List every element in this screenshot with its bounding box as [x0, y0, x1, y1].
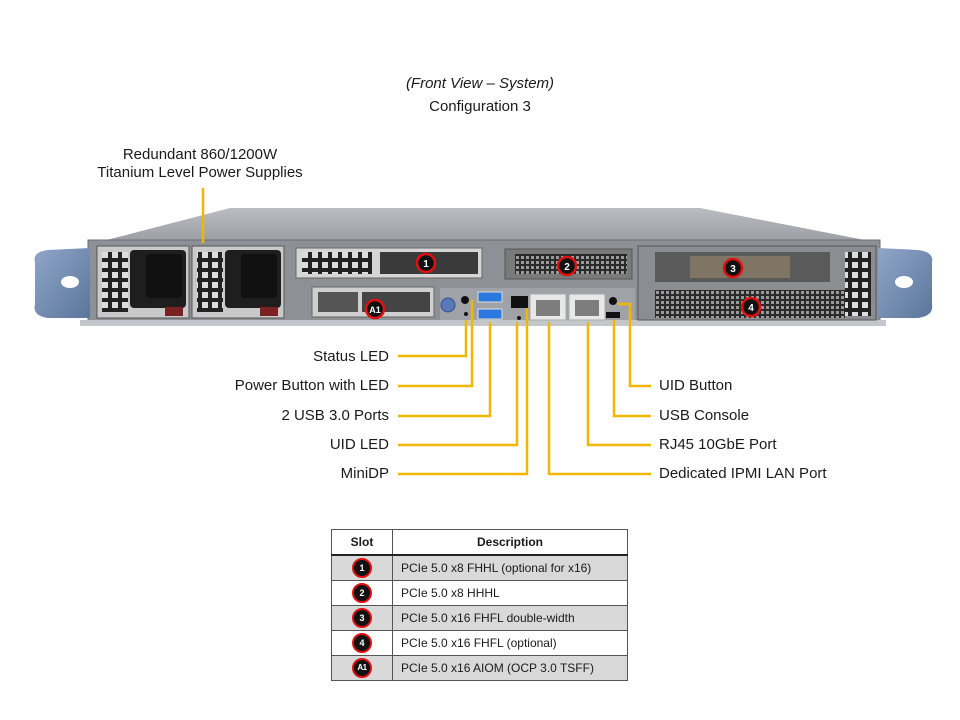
- slot-marker-1-text: 1: [423, 259, 429, 270]
- slot-marker-3: 3: [722, 257, 744, 279]
- rj45-callout-line: [586, 322, 651, 447]
- left-rack-ear: [34, 248, 90, 318]
- slot-badge: 2: [352, 583, 372, 603]
- slot-description: PCIe 5.0 x16 FHFL double-width: [392, 605, 628, 631]
- uid-button: [609, 297, 617, 305]
- header-slot: Slot: [331, 529, 393, 556]
- slot-description: PCIe 5.0 x16 AIOM (OCP 3.0 TSFF): [392, 655, 628, 681]
- minidp-callout-line: [398, 308, 529, 476]
- slot-marker-a1-text: A1: [369, 305, 381, 315]
- psu-callout-label: Redundant 860/1200W Titanium Level Power…: [60, 146, 340, 182]
- uid-button-callout-line: [618, 302, 651, 388]
- table-row: 1 PCIe 5.0 x8 FHHL (optional for x16): [331, 554, 628, 581]
- rj45-label: RJ45 10GbE Port: [659, 436, 777, 453]
- minidp-port: [511, 296, 528, 308]
- usb-console-callout-line: [612, 320, 651, 418]
- minidp-label: MiniDP: [340, 465, 389, 482]
- status-led: [461, 296, 469, 304]
- uid-led-label: UID LED: [329, 436, 389, 453]
- uid-led-callout-line: [398, 322, 519, 447]
- callout-lines: [201, 188, 651, 476]
- usb-console-label: USB Console: [659, 407, 750, 424]
- usb-port-1: [477, 291, 503, 303]
- power-button-callout-line: [398, 300, 474, 388]
- right-rack-ear: [878, 248, 933, 318]
- slot-description: PCIe 5.0 x8 HHHL: [392, 580, 628, 606]
- slot-marker-1: 1: [415, 252, 437, 274]
- view-title: (Front View – System): [405, 75, 555, 92]
- psu-callout-line2: Titanium Level Power Supplies: [97, 164, 303, 181]
- status-led-label: Status LED: [313, 348, 389, 365]
- slot-marker-4: 4: [740, 296, 762, 318]
- psu-callout-line1: Redundant 860/1200W: [122, 146, 278, 163]
- slot-marker-2-text: 2: [564, 262, 570, 273]
- ipmi-callout-line: [547, 322, 651, 476]
- table-row: 2 PCIe 5.0 x8 HHHL: [331, 580, 628, 606]
- power-button-label: Power Button with LED: [234, 377, 389, 394]
- slot-description: PCIe 5.0 x8 FHHL (optional for x16): [392, 554, 628, 581]
- header-description: Description: [392, 529, 628, 556]
- usb-ports-label: 2 USB 3.0 Ports: [281, 407, 389, 424]
- uid-button-label: UID Button: [659, 377, 733, 394]
- slot-marker-a1: A1: [364, 298, 386, 320]
- configuration-title: Configuration 3: [429, 98, 531, 115]
- pcie-slot-1: [295, 247, 483, 279]
- status-led-callout-line: [398, 320, 468, 358]
- power-button: [440, 297, 456, 313]
- slot-badge: A1: [352, 658, 372, 678]
- usb-port-2: [477, 308, 503, 320]
- table-row: A1 PCIe 5.0 x16 AIOM (OCP 3.0 TSFF): [331, 655, 628, 681]
- slot-marker-4-text: 4: [748, 303, 754, 314]
- power-supply-1: [96, 245, 190, 319]
- ipmi-lan-label: Dedicated IPMI LAN Port: [659, 465, 827, 482]
- uid-led: [517, 316, 521, 320]
- table-row: 4 PCIe 5.0 x16 FHFL (optional): [331, 630, 628, 656]
- slot-description: PCIe 5.0 x16 FHFL (optional): [392, 630, 628, 656]
- usb-callout-line: [398, 322, 492, 418]
- usb-console-port: [606, 312, 620, 318]
- slot-description-table: Slot Description 1 PCIe 5.0 x8 FHHL (opt…: [331, 529, 628, 681]
- table-row: 3 PCIe 5.0 x16 FHFL double-width: [331, 605, 628, 631]
- slot-marker-2: 2: [556, 255, 578, 277]
- slot-badge: 1: [352, 558, 372, 578]
- slot-marker-3-text: 3: [730, 264, 736, 275]
- slot-badge: 4: [352, 633, 372, 653]
- io-panel: [440, 288, 635, 321]
- table-header-row: Slot Description: [331, 529, 628, 556]
- slot-badge: 3: [352, 608, 372, 628]
- power-supply-2: [191, 245, 285, 319]
- chassis-top-cover: [95, 208, 880, 243]
